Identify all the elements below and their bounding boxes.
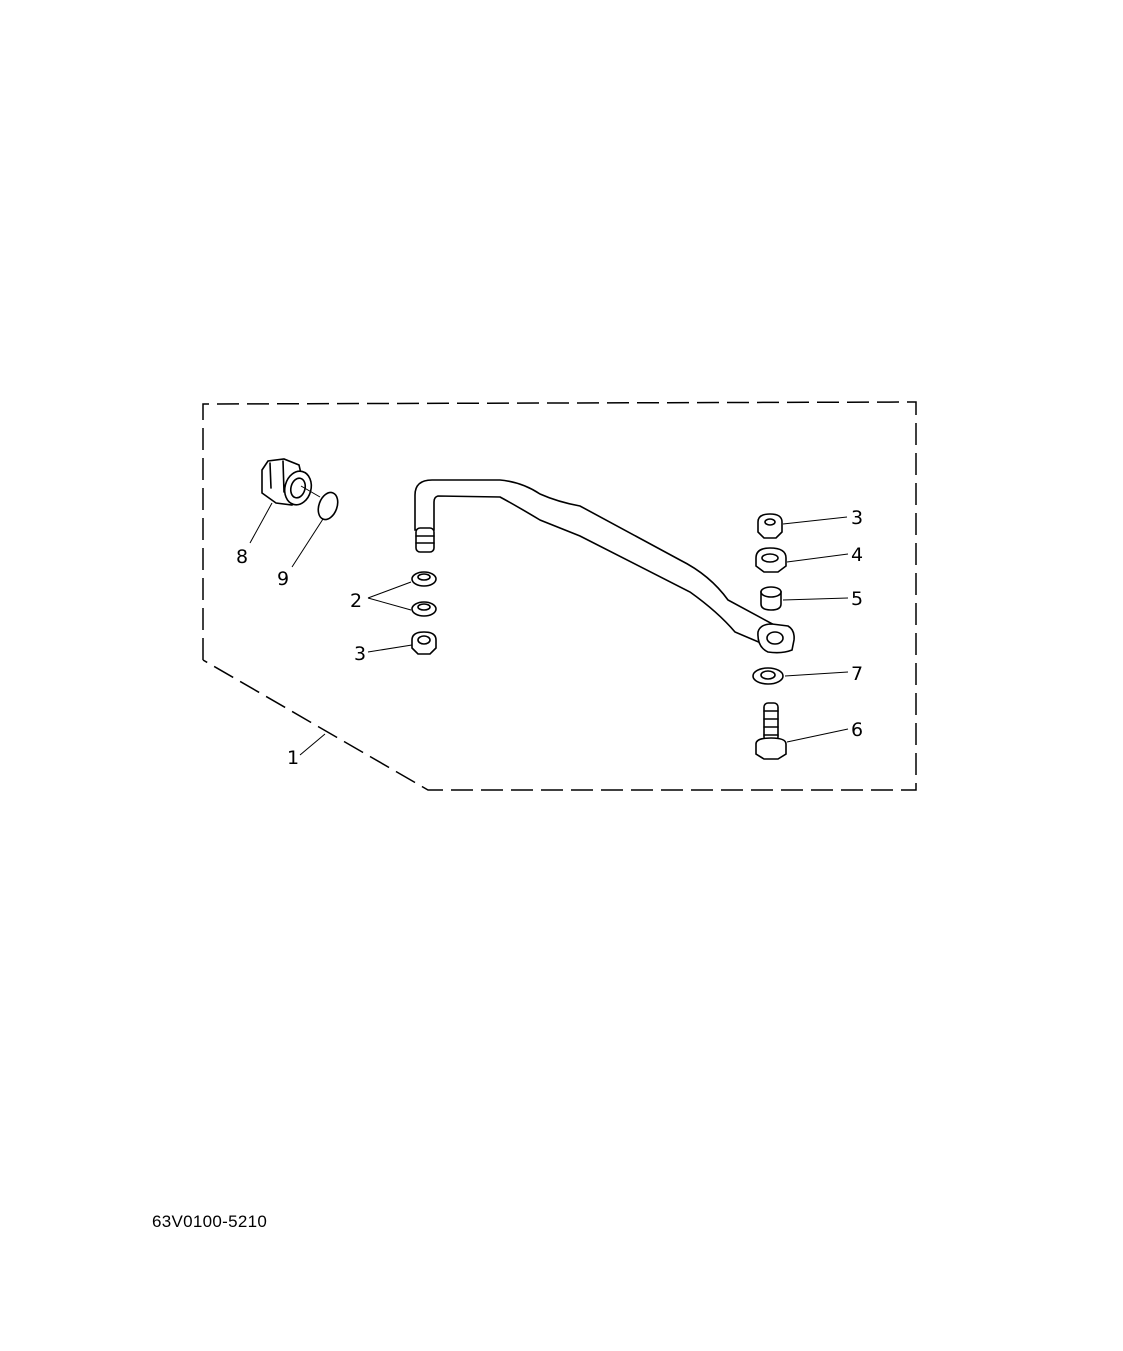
callout-2: 2 xyxy=(350,590,362,612)
nut-part-4 xyxy=(755,547,787,573)
steering-rod xyxy=(414,479,795,654)
callout-labels: 8 9 2 3 3 4 5 7 6 1 xyxy=(236,507,863,769)
assembly-outline xyxy=(202,401,917,791)
lock-nut-right-part-3 xyxy=(757,513,783,539)
lock-nut-left-part-3 xyxy=(411,631,437,655)
bolt-part-6 xyxy=(755,702,787,760)
leader-lines xyxy=(249,485,849,756)
diagram-part-code: 63V0100-5210 xyxy=(152,1212,268,1231)
callout-5: 5 xyxy=(851,588,863,610)
washer-part-7 xyxy=(752,667,784,685)
cap-nut-part-8 xyxy=(261,458,313,506)
callout-4: 4 xyxy=(851,544,863,566)
callout-1: 1 xyxy=(287,747,299,769)
o-ring-part-9 xyxy=(317,491,339,521)
callout-7: 7 xyxy=(851,663,863,685)
collar-part-5 xyxy=(760,586,782,611)
callout-8: 8 xyxy=(236,546,248,568)
callout-6: 6 xyxy=(851,719,863,741)
washers-part-2 xyxy=(411,571,437,617)
callout-3-right: 3 xyxy=(851,507,863,529)
callout-9: 9 xyxy=(277,568,289,590)
callout-3-left: 3 xyxy=(354,643,366,665)
